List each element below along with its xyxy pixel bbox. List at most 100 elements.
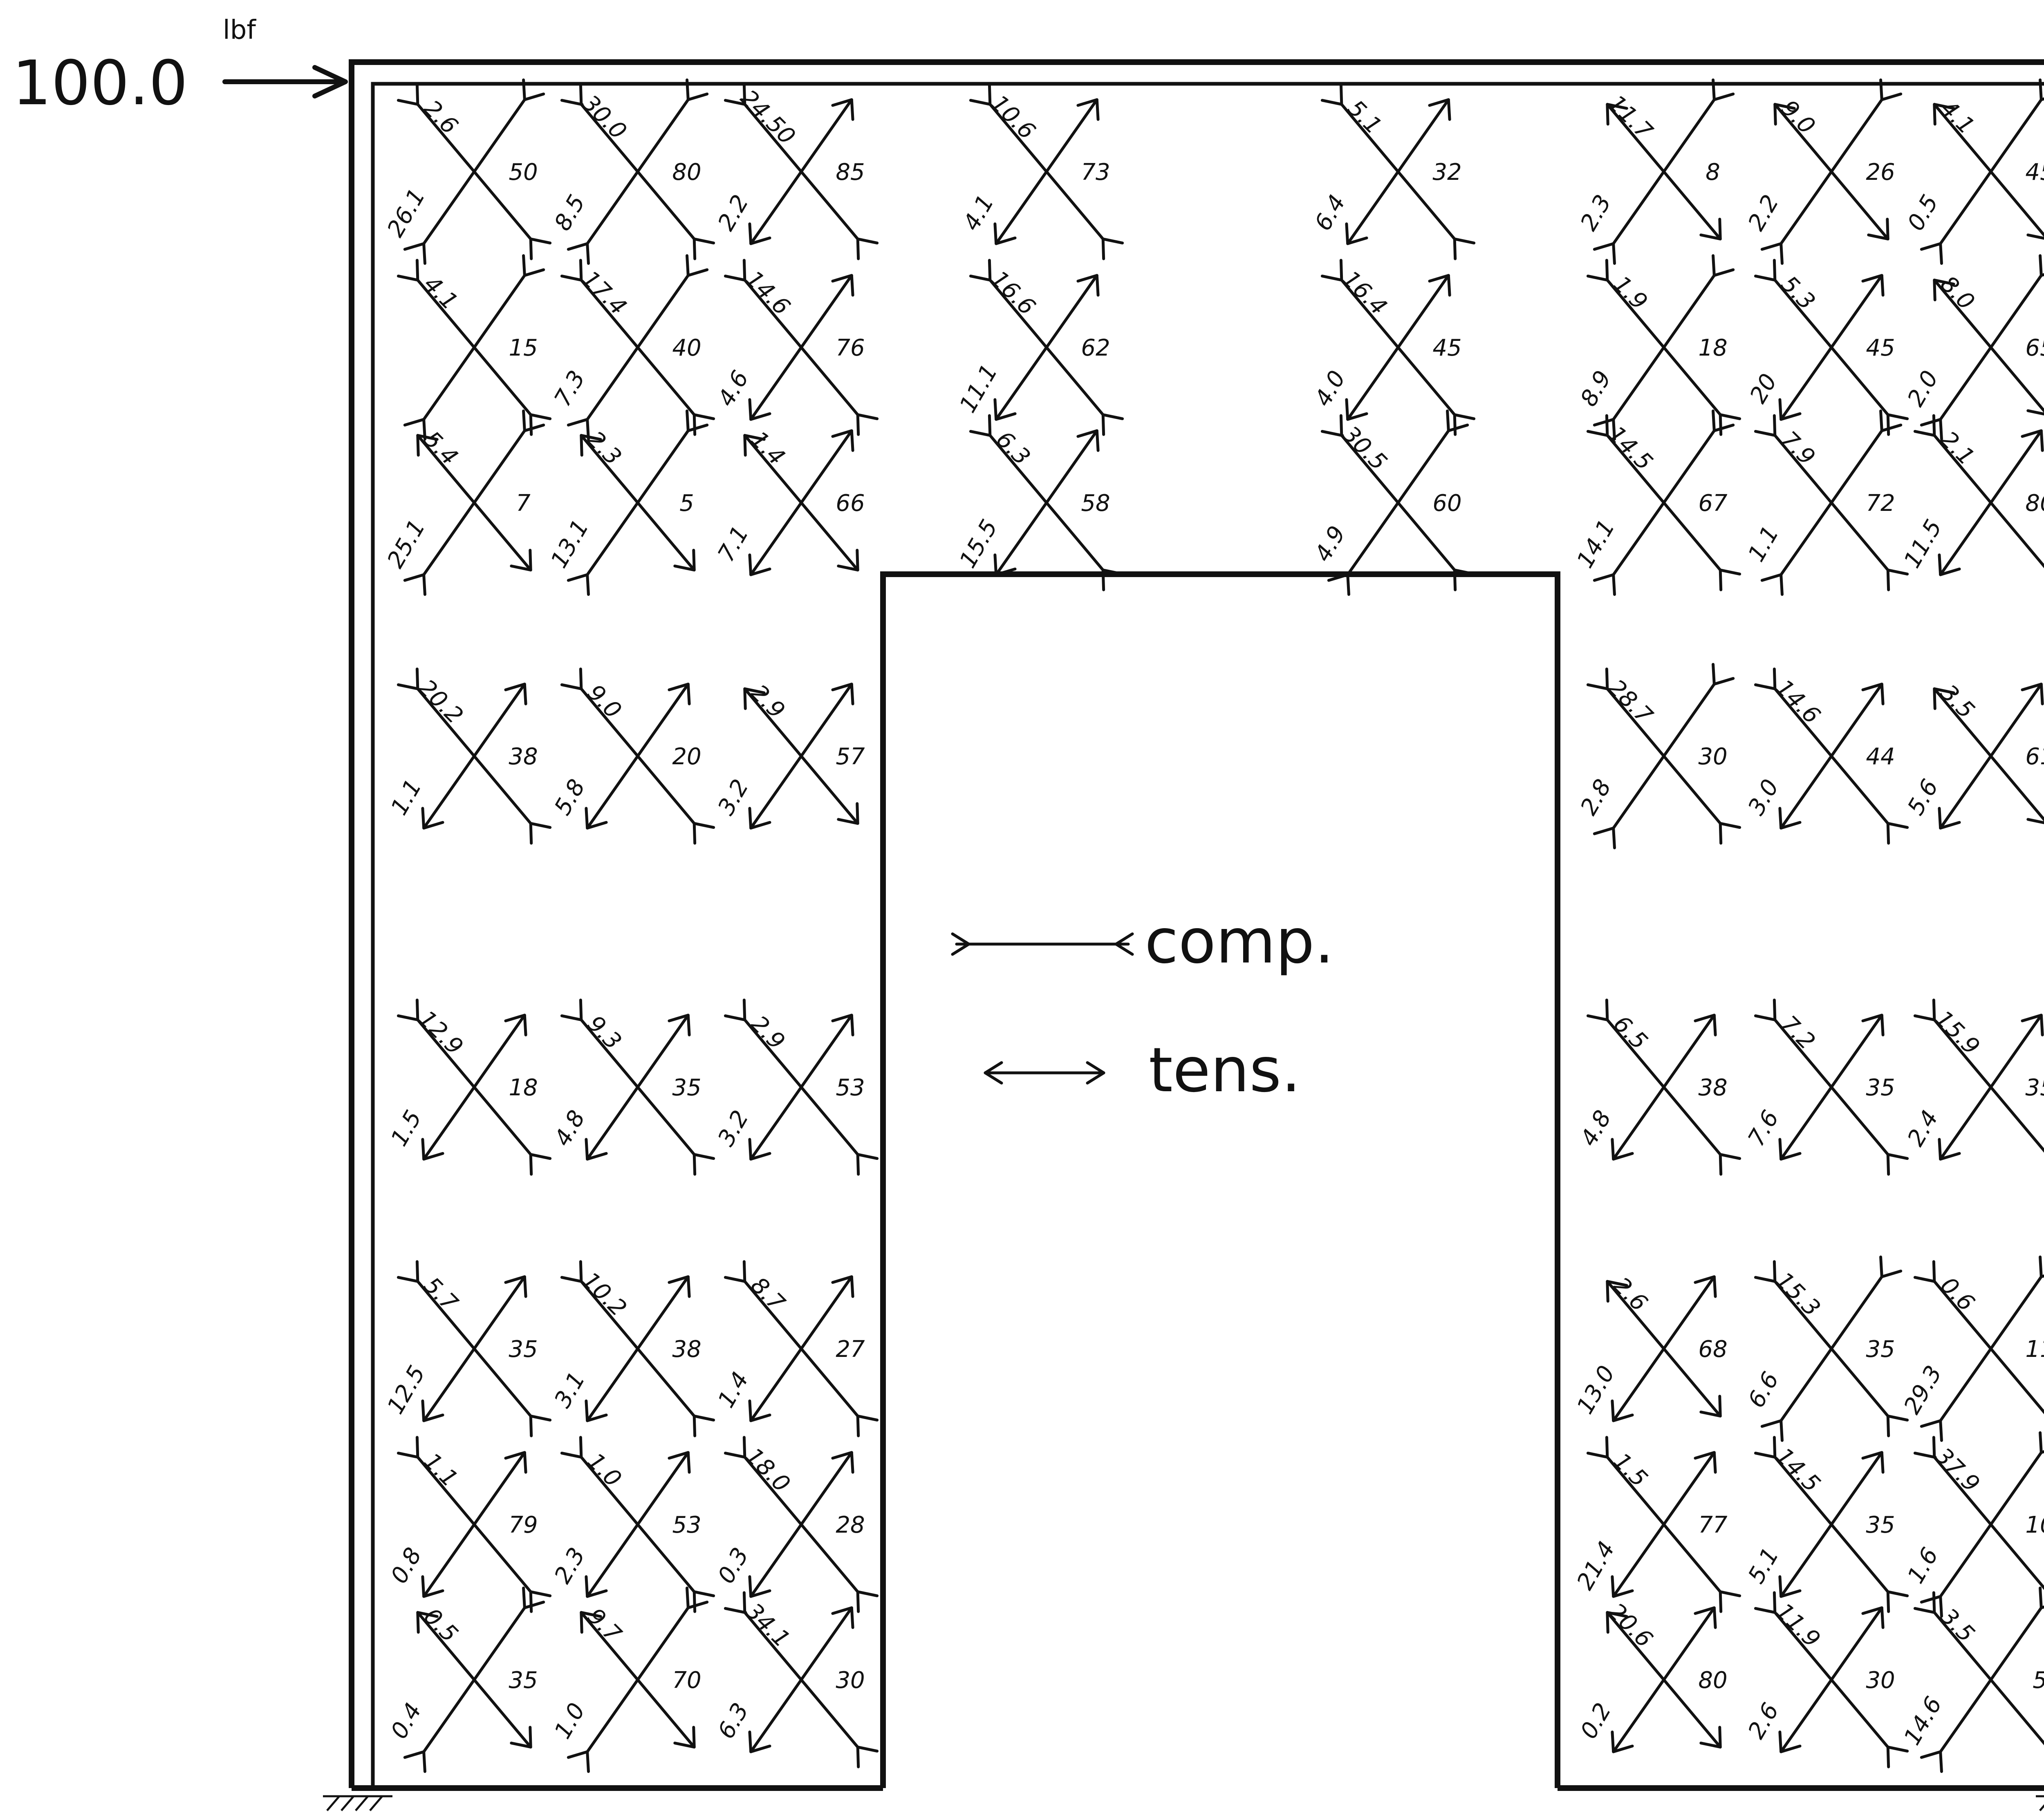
member-b-p17: [422, 429, 526, 576]
member-b-p12-end-b: [993, 398, 1017, 421]
member-a-p18-end-b: [580, 434, 602, 457]
angle-p17: 7: [516, 490, 531, 517]
member-a-p5-end-b: [1320, 83, 1343, 106]
angle-p10: 40: [672, 335, 701, 361]
value-a-p4: 10.6: [986, 90, 1040, 145]
compression-symbol-right: [1114, 932, 1134, 956]
member-a-p27-end-a: [837, 802, 859, 825]
member-b-p44-end-a: [668, 1451, 691, 1474]
angle-p1: 50: [509, 159, 538, 186]
frame-outer: [349, 59, 2044, 1788]
angle-p28: 30: [1698, 743, 1727, 770]
member-a-p39-end-b: [724, 1260, 746, 1283]
member-a-p2-end-b: [560, 83, 583, 106]
member-b-p10-end-b: [567, 418, 590, 441]
member-b-p49: [422, 1606, 526, 1753]
member-b-p4-end-a: [1076, 98, 1100, 121]
member-a-p19-end-b: [743, 434, 766, 457]
member-b-p31: [422, 1014, 526, 1161]
panel-p7: 9.02.226: [1743, 78, 1903, 265]
angle-p25: 38: [509, 743, 538, 770]
panel-p42: 0.629.311: [1899, 1256, 2044, 1442]
value-b-p43: 0.8: [386, 1543, 427, 1588]
value-a-p7: 9.0: [1776, 95, 1820, 139]
value-b-p27: 3.2: [713, 775, 754, 820]
member-b-p15-end-a: [1861, 274, 1885, 297]
panel-p45: 18.00.328: [713, 1436, 879, 1613]
panel-p38: 10.23.138: [549, 1260, 715, 1437]
member-b-p7-end-a: [1879, 78, 1903, 101]
support-left: [323, 1795, 392, 1811]
member-b-p29: [1780, 683, 1883, 830]
member-a-p41-end-a: [1886, 1415, 1909, 1437]
panel-p27: 2.9 3.2 57: [713, 679, 865, 830]
value-a-p44: 1.0: [582, 1448, 627, 1492]
member-b-p16-end-b: [1920, 418, 1943, 441]
value-a-p10: 17.4: [577, 266, 632, 320]
value-b-p39: 1.4: [713, 1368, 754, 1412]
member-b-p2-end-a: [686, 78, 709, 101]
member-a-p35-end-a: [1886, 1153, 1909, 1176]
member-a-p43-end-b: [397, 1436, 419, 1459]
value-b-p35: 7.6: [1743, 1106, 1784, 1151]
member-b-p5-end-a: [1428, 98, 1451, 121]
value-a-p27: 2.9: [746, 679, 790, 724]
member-b-p45-end-a: [831, 1451, 854, 1474]
angle-p18: 5: [679, 490, 694, 517]
member-a-p23-end-b: [1754, 414, 1777, 437]
member-b-p37-end-a: [504, 1275, 527, 1298]
value-b-p19: 7.1: [713, 522, 754, 566]
value-a-p37: 5.7: [419, 1272, 463, 1316]
angle-p13: 45: [1432, 335, 1461, 361]
member-b-p43-end-a: [504, 1451, 527, 1474]
value-a-p33: 2.9: [746, 1010, 790, 1055]
member-b-p39-end-a: [831, 1275, 854, 1298]
angle-p34: 38: [1698, 1074, 1727, 1101]
panel-p53: 11.92.630: [1743, 1591, 1909, 1768]
member-b-p17-end-a: [522, 410, 545, 432]
member-b-p6-end-b: [1593, 242, 1616, 265]
angle-p46: 77: [1698, 1512, 1728, 1538]
member-a-p11-end-b: [724, 259, 746, 282]
member-b-p44-end-b: [585, 1575, 608, 1598]
member-b-p47-end-a: [1861, 1451, 1885, 1474]
value-b-p4: 4.1: [958, 190, 1000, 235]
value-a-p22: 14.5: [1603, 421, 1658, 476]
member-b-p36-end-a: [2021, 1014, 2044, 1036]
angle-p30: 61: [2025, 743, 2044, 770]
member-a-p13-end-b: [1320, 259, 1343, 282]
member-b-p36-end-b: [1938, 1138, 1961, 1161]
member-a-p17-end-b: [416, 434, 439, 457]
member-b-p37: [422, 1275, 526, 1422]
member-b-p3-end-a: [831, 98, 854, 121]
value-b-p29: 3.0: [1743, 775, 1784, 820]
panel-p30: 3.55.661: [1903, 679, 2044, 830]
member-a-p51-end-a: [856, 1746, 879, 1768]
member-b-p44: [586, 1451, 690, 1598]
member-a-p9-end-b: [397, 259, 419, 282]
member-a-p11-end-a: [856, 413, 879, 436]
panel-p33: 2.93.253: [713, 998, 879, 1176]
panel-p5: 5.16.432: [1310, 83, 1476, 260]
value-b-p52: 0.2: [1576, 1699, 1617, 1744]
panel-p2: 30.08.580: [549, 78, 715, 265]
member-a-p33-end-b: [724, 998, 746, 1021]
value-a-p8: 4.1: [1935, 95, 1980, 139]
value-b-p48: 1.6: [1903, 1543, 1944, 1588]
angle-p48: 10: [2025, 1512, 2044, 1538]
panel-p52: 20.60.280: [1576, 1598, 1728, 1753]
member-a-p44-end-b: [560, 1436, 583, 1459]
member-a-p40-end-b: [1606, 1280, 1628, 1303]
member-b-p2-end-b: [567, 242, 590, 265]
member-b-p52-end-a: [1694, 1606, 1717, 1629]
angle-p15: 45: [1866, 335, 1895, 361]
panel-p19: 1.47.166: [713, 426, 865, 576]
member-a-p50-end-a: [673, 1726, 696, 1749]
member-b-p7: [1780, 98, 1883, 245]
angle-p27: 57: [836, 743, 865, 770]
legend-tension: tens.: [984, 1035, 1301, 1106]
angle-p43: 79: [509, 1512, 538, 1538]
member-a-p34-end-a: [1719, 1153, 1741, 1176]
